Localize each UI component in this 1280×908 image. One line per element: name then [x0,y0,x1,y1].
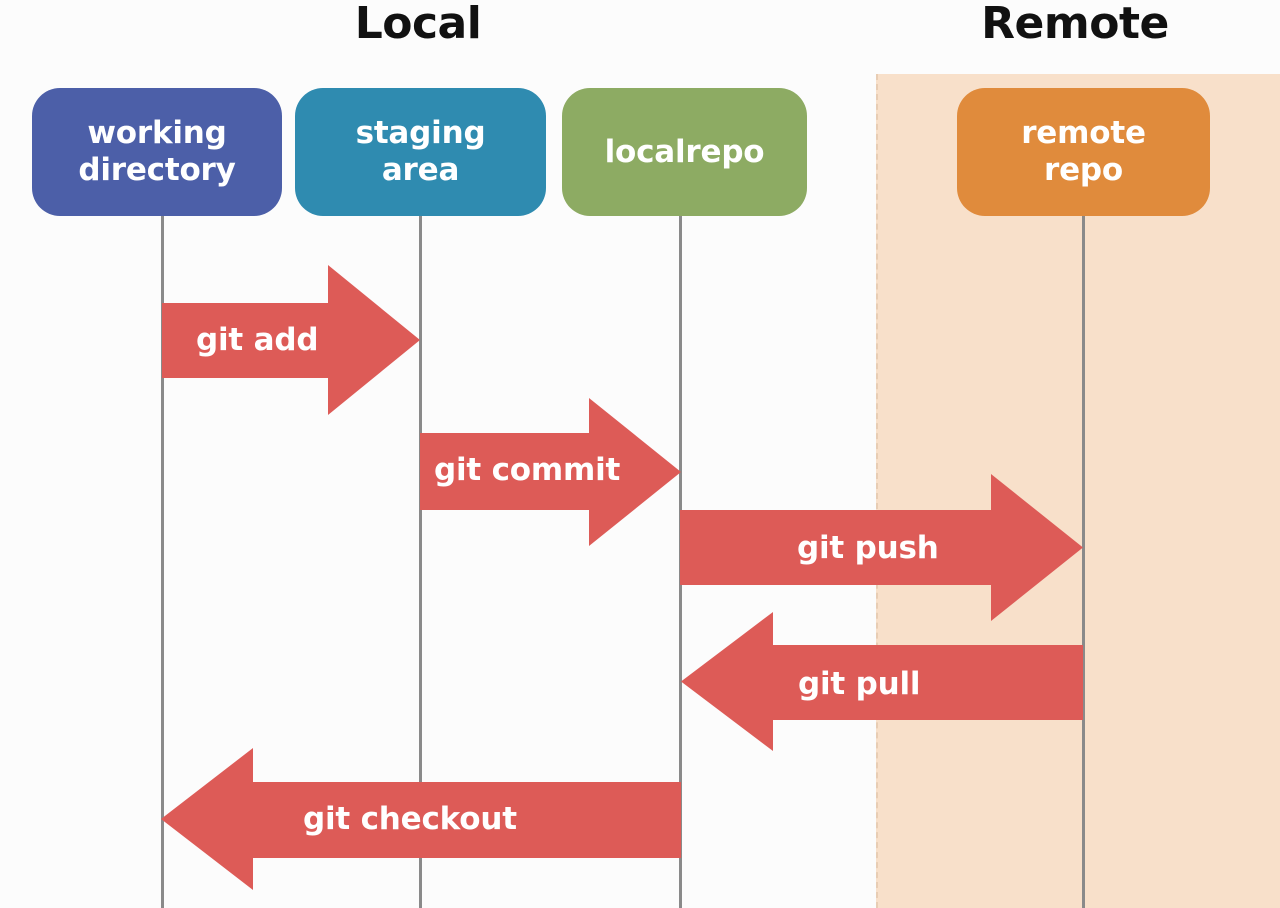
node-label-remote-repo: remote repo [1021,115,1146,188]
arrow-git-add [162,265,420,415]
arrow-label-git-checkout: git checkout [303,801,517,837]
arrow-label-git-push: git push [797,530,939,566]
lifeline-staging-area [419,200,422,908]
node-label-working-directory: working directory [78,115,236,188]
arrow-git-checkout [161,748,681,890]
node-remote-repo[interactable]: remote repo [957,88,1210,216]
section-title-remote: Remote [981,0,1169,49]
node-working-directory[interactable]: working directory [32,88,282,216]
lifeline-working-directory [161,200,164,908]
arrow-git-commit [420,398,681,546]
node-staging-area[interactable]: staging area [295,88,546,216]
node-localrepo[interactable]: localrepo [562,88,807,216]
arrow-git-push [680,474,1083,621]
lifeline-remote-repo [1082,200,1085,908]
node-label-localrepo: localrepo [604,133,765,170]
arrow-label-git-add: git add [196,322,319,358]
section-title-local: Local [354,0,482,49]
node-label-staging-area: staging area [355,115,486,188]
arrow-label-git-commit: git commit [434,452,621,488]
arrow-label-git-pull: git pull [798,666,921,702]
arrow-git-pull [681,612,1083,751]
